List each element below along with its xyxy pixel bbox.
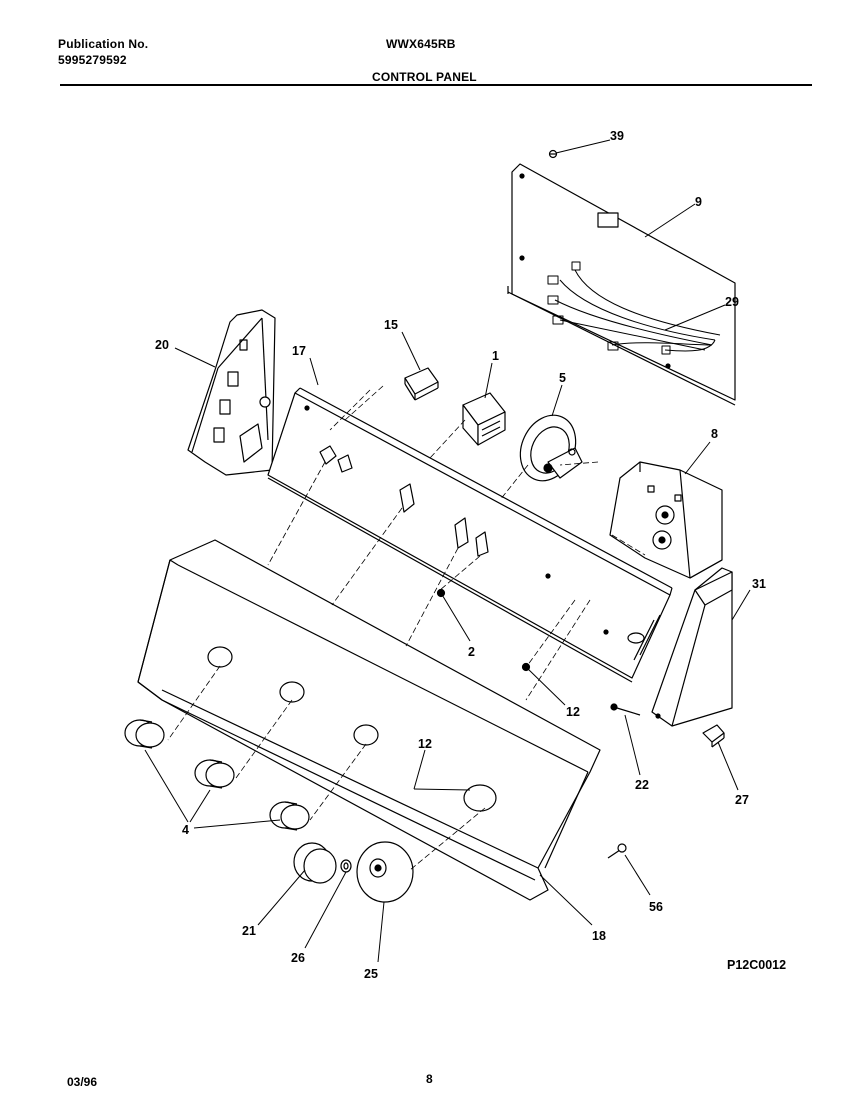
- part-4-knob-1: [124, 719, 165, 749]
- callout-56: 56: [649, 900, 663, 914]
- callout-4: 4: [182, 823, 189, 837]
- callout-20: 20: [155, 338, 169, 352]
- callout-22: 22: [635, 778, 649, 792]
- publication-label: Publication No.: [58, 37, 149, 51]
- callout-12-lower: 12: [418, 737, 432, 751]
- callout-2: 2: [468, 645, 475, 659]
- part-22-screw: [610, 703, 641, 716]
- part-9-back-cover: [507, 163, 736, 406]
- callout-8: 8: [711, 427, 718, 441]
- part-8-timer: [609, 461, 723, 579]
- callout-1: 1: [492, 349, 499, 363]
- callout-18: 18: [592, 929, 606, 943]
- part-26-spring: [340, 859, 352, 873]
- part-1-switch-block: [462, 392, 506, 446]
- part-27-clip: [702, 724, 725, 748]
- publication-number: 5995279592: [58, 53, 127, 67]
- callout-27: 27: [735, 793, 749, 807]
- part-25-dial: [356, 841, 414, 903]
- alignment-lines: [167, 385, 646, 871]
- callout-31: 31: [752, 577, 766, 591]
- part-20-side-bracket: [187, 309, 276, 476]
- part-29-wiring-harness: [547, 261, 721, 355]
- callout-25: 25: [364, 967, 378, 981]
- part-17-console-panel: [267, 387, 673, 683]
- callout-21: 21: [242, 924, 256, 938]
- page-number: 8: [426, 1072, 433, 1086]
- callout-labels: 39 9 29 15 1 5 20 17 8 31 2 12 12 22 27 …: [155, 129, 766, 981]
- callout-15: 15: [384, 318, 398, 332]
- callout-9: 9: [695, 195, 702, 209]
- leader-lines: [144, 139, 751, 963]
- part-4-knob-3: [269, 801, 310, 831]
- callout-39: 39: [610, 129, 624, 143]
- callout-29: 29: [725, 295, 739, 309]
- part-39-screw: [548, 149, 558, 159]
- callout-5: 5: [559, 371, 566, 385]
- callout-26: 26: [291, 951, 305, 965]
- part-18-front-panel: [137, 539, 601, 901]
- part-56-screw: [607, 843, 627, 859]
- callout-17: 17: [292, 344, 306, 358]
- part-15-switch: [404, 367, 439, 401]
- revision-date: 03/96: [67, 1075, 98, 1089]
- part-31-end-cap: [651, 567, 733, 727]
- model-number: WWX645RB: [386, 37, 456, 51]
- part-21-knob-cap: [293, 842, 337, 884]
- part-5-pressure-switch: [519, 414, 583, 482]
- section-title: CONTROL PANEL: [372, 70, 477, 84]
- callout-12-upper: 12: [566, 705, 580, 719]
- diagram-code: P12C0012: [727, 958, 787, 972]
- header-rule: [60, 84, 812, 86]
- part-4-knob-2: [194, 759, 235, 789]
